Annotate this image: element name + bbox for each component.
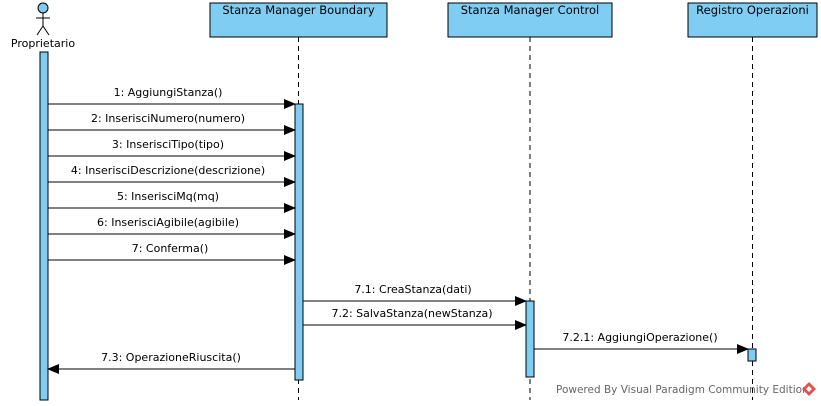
message-3[interactable]: 3: InserisciTipo(tipo) [48, 138, 296, 161]
lifeline-label: Stanza Manager Control [461, 3, 600, 17]
watermark: Powered By Visual Paradigm Community Edi… [556, 382, 816, 396]
actor-label: Proprietario [11, 37, 75, 50]
actor-proprietario[interactable]: Proprietario [11, 2, 75, 50]
message-label: 7.1: CreaStanza(dati) [354, 283, 471, 296]
message-label: 7.2: SalvaStanza(newStanza) [331, 307, 492, 320]
lifeline-control[interactable]: Stanza Manager Control [447, 2, 613, 400]
control-activation-bar [525, 300, 535, 378]
registro-activation-bar [747, 348, 757, 362]
message-label: 4: InserisciDescrizione(descrizione) [71, 164, 265, 177]
message-label: 1: AggiungiStanza() [114, 86, 223, 99]
lifeline-header [209, 2, 388, 38]
watermark-text: Powered By Visual Paradigm Community Edi… [556, 384, 809, 396]
message-6[interactable]: 6: InserisciAgibile(agibile) [48, 216, 296, 239]
message-1[interactable]: 1: AggiungiStanza() [48, 86, 296, 109]
message-label: 2: InserisciNumero(numero) [91, 112, 245, 125]
message-7-1[interactable]: 7.1: CreaStanza(dati) [303, 283, 527, 306]
message-5[interactable]: 5: InserisciMq(mq) [48, 190, 296, 213]
message-label: 6: InserisciAgibile(agibile) [97, 216, 239, 229]
message-7-2-1[interactable]: 7.2.1: AggiungiOperazione() [534, 331, 749, 354]
boundary-activation-bar [294, 103, 304, 381]
lifeline-boundary[interactable]: Stanza Manager Boundary [209, 2, 388, 400]
visual-paradigm-logo-icon [802, 382, 816, 396]
message-4[interactable]: 4: InserisciDescrizione(descrizione) [48, 164, 296, 187]
stick-figure-icon [36, 2, 50, 36]
actor-activation-bar [39, 51, 49, 401]
lifeline-label: Registro Operazioni [696, 3, 809, 17]
message-label: 7.3: OperazioneRiuscita() [101, 351, 241, 364]
message-label: 5: InserisciMq(mq) [117, 190, 219, 203]
message-2[interactable]: 2: InserisciNumero(numero) [48, 112, 296, 135]
message-label: 7: Conferma() [132, 242, 209, 255]
lifeline-header [687, 2, 818, 38]
message-7-2[interactable]: 7.2: SalvaStanza(newStanza) [303, 307, 527, 330]
message-7[interactable]: 7: Conferma() [48, 242, 296, 265]
lifeline-label: Stanza Manager Boundary [222, 3, 375, 17]
message-7-3[interactable]: 7.3: OperazioneRiuscita() [47, 351, 295, 374]
message-label: 3: InserisciTipo(tipo) [112, 138, 224, 151]
message-label: 7.2.1: AggiungiOperazione() [562, 331, 717, 344]
lifeline-registro[interactable]: Registro Operazioni [687, 2, 818, 400]
